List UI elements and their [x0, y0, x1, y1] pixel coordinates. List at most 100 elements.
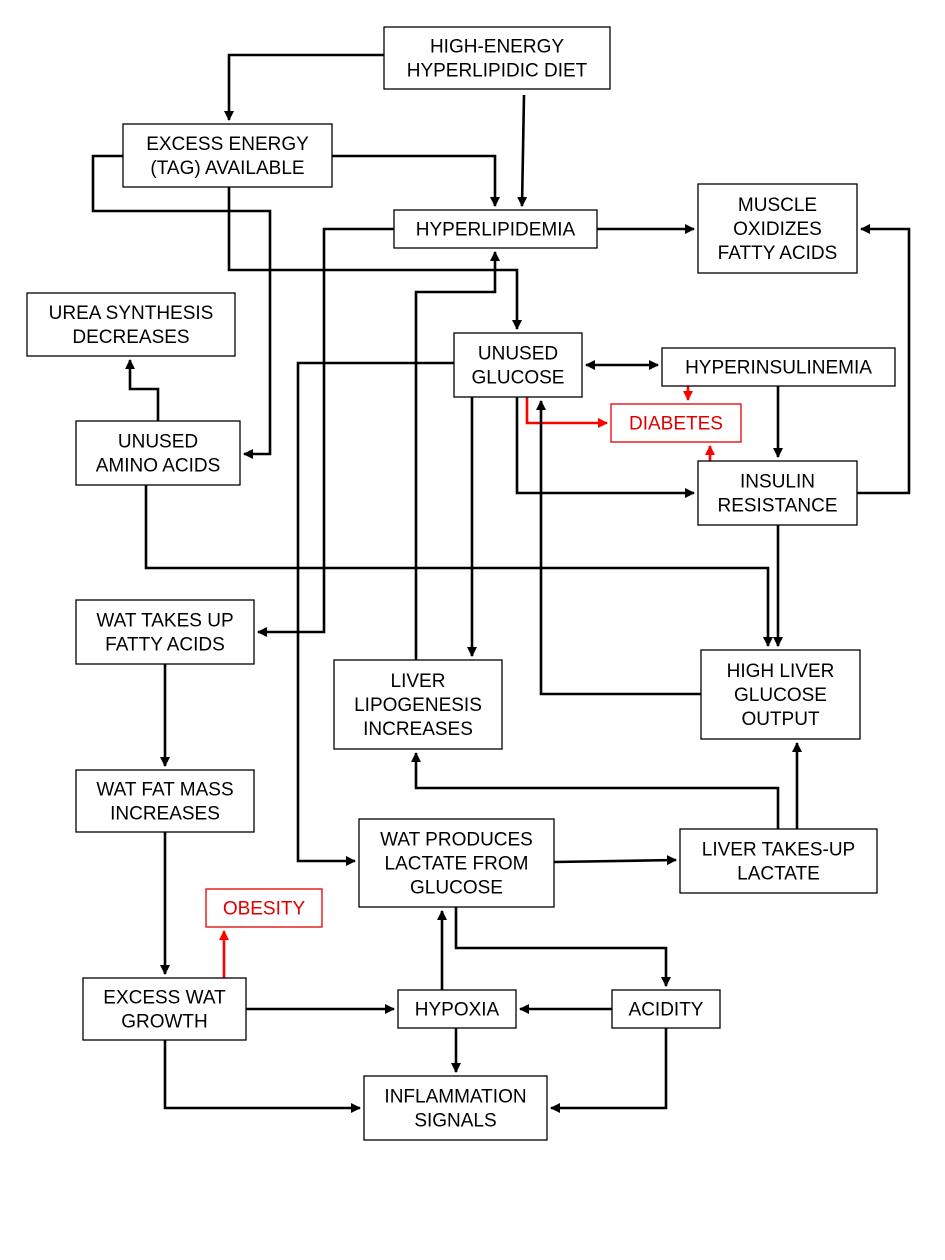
node-box — [75, 420, 241, 486]
node-label-line: GLUCOSE — [472, 368, 565, 389]
node-box — [393, 209, 598, 249]
edges-layer — [91, 53, 911, 1113]
node-label-line: LIVER TAKES-UP — [702, 840, 855, 861]
node-excess-wat: EXCESS WAT GROWTH — [82, 977, 247, 1041]
node-box — [697, 460, 858, 526]
node-box — [205, 888, 323, 928]
node-box — [611, 989, 721, 1029]
node-label-line: WAT TAKES UP — [96, 611, 233, 632]
node-label-line: MUSCLE — [738, 195, 817, 216]
edge-unused-glucose-to-lactate-prod — [296, 361, 454, 866]
node-label-line: LACTATE FROM — [385, 854, 529, 875]
node-label-line: FATTY ACIDS — [718, 243, 838, 264]
node-label-line: LIPOGENESIS — [354, 695, 482, 716]
node-label-line: HIGH-ENERGY — [430, 37, 564, 58]
node-label-line: GROWTH — [121, 1012, 208, 1033]
edge-hyperlipidemia-to-wat-fa — [257, 227, 394, 637]
node-label-line: DECREASES — [72, 327, 189, 348]
node-box — [397, 989, 517, 1029]
node-box — [82, 977, 247, 1041]
node-box — [75, 769, 255, 833]
node-label-line: WAT FAT MASS — [96, 780, 233, 801]
node-label-line: RESISTANCE — [717, 496, 837, 517]
node-diabetes: DIABETES — [610, 403, 742, 443]
node-excess-energy: EXCESS ENERGY (TAG) AVAILABLE — [122, 123, 333, 188]
edge-hlgo-to-unused-glucose — [536, 400, 701, 696]
node-label-line: LIVER — [391, 671, 446, 692]
node-label-line: INCREASES — [110, 804, 220, 825]
node-box — [610, 403, 742, 443]
node-label-line: UREA SYNTHESIS — [49, 303, 214, 324]
node-box — [697, 183, 858, 274]
node-wat-fa: WAT TAKES UP FATTY ACIDS — [75, 599, 255, 665]
node-box — [333, 659, 503, 750]
node-label-line: EXCESS WAT — [103, 988, 226, 1009]
node-amino: UNUSED AMINO ACIDS — [75, 420, 241, 486]
node-box — [661, 347, 896, 387]
edge-amino-to-hlgo — [144, 485, 773, 647]
node-wat-mass: WAT FAT MASS INCREASES — [75, 769, 255, 833]
edge-diet-to-hyperlipidemia — [517, 94, 528, 207]
node-muscle: MUSCLE OXIDIZES FATTY ACIDS — [697, 183, 858, 274]
node-hlgo: HIGH LIVER GLUCOSE OUTPUT — [700, 649, 861, 740]
node-box — [122, 123, 333, 188]
node-lactate-prod: WAT PRODUCES LACTATE FROM GLUCOSE — [358, 818, 555, 908]
node-box — [75, 599, 255, 665]
node-label-line: FATTY ACIDS — [105, 635, 225, 656]
edge-excess-energy-to-unused-glucose — [227, 187, 522, 330]
edge-amino-to-urea — [125, 359, 160, 421]
node-label-line: GLUCOSE — [734, 685, 827, 706]
edge-diet-to-excess-energy — [224, 53, 384, 121]
node-box — [363, 1075, 548, 1141]
node-box — [679, 828, 878, 894]
node-label-line: WAT PRODUCES — [380, 830, 533, 851]
node-obesity: OBESITY — [205, 888, 323, 928]
node-box — [358, 818, 555, 908]
node-hyperlipidemia: HYPERLIPIDEMIA — [393, 209, 598, 249]
node-liver-lactate: LIVER TAKES-UP LACTATE — [679, 828, 878, 894]
edge-unused-glucose-to-insulin-res — [515, 397, 695, 498]
edge-insulin-res-to-muscle — [857, 224, 911, 495]
node-label-line: INFLAMMATION — [384, 1087, 526, 1108]
node-label-line: OXIDIZES — [733, 219, 822, 240]
node-label-line: HYPOXIA — [415, 1000, 500, 1021]
edge-acidity-to-inflammation — [550, 1028, 668, 1113]
edge-unused-glucose-to-diabetes — [525, 397, 608, 428]
edge-lipogenesis-to-hyperlipidemia — [414, 251, 500, 660]
node-box — [383, 26, 611, 90]
node-urea: UREA SYNTHESIS DECREASES — [26, 292, 236, 357]
node-label-line: LACTATE — [737, 864, 820, 885]
node-label-line: SIGNALS — [414, 1111, 496, 1132]
node-label-line: HYPERLIPIDIC DIET — [407, 61, 588, 82]
edge-excess-energy-to-hyperlipidemia — [332, 154, 500, 207]
node-label-line: HYPERLIPIDEMIA — [416, 220, 576, 241]
node-label-line: INSULIN — [740, 472, 815, 493]
node-diet: HIGH-ENERGY HYPERLIPIDIC DIET — [383, 26, 611, 90]
edge-lactate-prod-to-liver-lactate — [553, 855, 677, 866]
node-label-line: INCREASES — [363, 719, 473, 740]
node-hypoxia: HYPOXIA — [397, 989, 517, 1029]
node-label-line: UNUSED — [118, 432, 198, 453]
edge-excess-energy-to-amino — [91, 154, 272, 459]
node-label-line: EXCESS ENERGY — [146, 134, 309, 155]
node-label-line: HIGH LIVER — [727, 661, 835, 682]
edge-lactate-prod-to-acidity — [454, 907, 671, 987]
node-insulin-res: INSULIN RESISTANCE — [697, 460, 858, 526]
node-label-line: GLUCOSE — [410, 878, 503, 899]
node-label-line: ACIDITY — [629, 1000, 704, 1021]
node-lipogenesis: LIVER LIPOGENESIS INCREASES — [333, 659, 503, 750]
node-label-line: AMINO ACIDS — [96, 456, 221, 477]
node-label-line: OBESITY — [223, 899, 306, 920]
node-label-line: (TAG) AVAILABLE — [150, 158, 304, 179]
node-hyperinsulinemia: HYPERINSULINEMIA — [661, 347, 896, 387]
node-label-line: HYPERINSULINEMIA — [685, 358, 872, 379]
node-label-line: DIABETES — [629, 414, 723, 435]
node-box — [700, 649, 861, 740]
nodes-layer: HIGH-ENERGY HYPERLIPIDIC DIET EXCESS ENERG… — [26, 26, 896, 1141]
node-box — [26, 292, 236, 357]
edge-excess-wat-to-inflammation — [163, 1040, 361, 1113]
node-label-line: OUTPUT — [741, 709, 820, 730]
node-box — [453, 332, 583, 398]
